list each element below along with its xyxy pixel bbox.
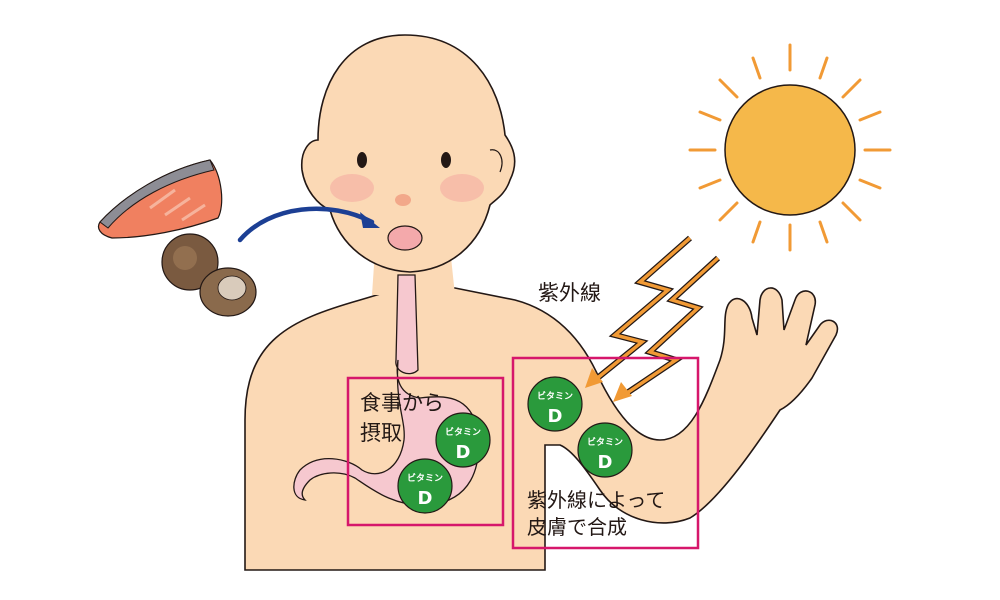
- right-cheek: [440, 174, 484, 202]
- vitamin-d-badge-stomach-lower: ビタミン D: [397, 458, 453, 514]
- uv-arrows: [585, 235, 721, 402]
- esophagus: [395, 274, 419, 375]
- food-intake-box: [346, 376, 505, 527]
- vitamin-badge-top-text: ビタミン: [445, 426, 481, 438]
- vitamin-badge-d-text: D: [548, 406, 563, 427]
- food-arrow-curve: [237, 206, 375, 243]
- salmon-skin: [99, 159, 215, 229]
- uv-arrow-1-fill: [593, 236, 692, 382]
- skin-synthesis-box: [511, 356, 700, 550]
- vitamin-d-badge-arm-upper: ビタミン D: [527, 376, 583, 432]
- food-arrow: [237, 206, 380, 243]
- uv-label: 紫外線: [538, 281, 601, 305]
- uv-arrow-2: [622, 255, 721, 398]
- skin-synthesis-label-line1: 紫外線によって: [527, 488, 665, 512]
- vitamin-badge-top-text: ビタミン: [537, 390, 573, 402]
- uv-arrow-2-head: [613, 382, 632, 402]
- vitamin-d-badge-arm-lower: ビタミン D: [577, 422, 633, 478]
- left-eye: [357, 152, 367, 168]
- skin-synthesis-label-line2: 皮膚で合成: [527, 515, 627, 539]
- mushroom-1-spots: [173, 246, 197, 270]
- vitamin-badge-d-text: D: [456, 442, 471, 463]
- mushroom-2-gills: [217, 275, 247, 301]
- mouth: [387, 225, 423, 251]
- vitamin-badge-d-text: D: [418, 488, 433, 509]
- sun-rays: [688, 43, 892, 252]
- salmon-lines: [149, 188, 206, 222]
- vitamin-badge-d-text: D: [598, 452, 613, 473]
- food-arrow-head: [360, 212, 380, 228]
- vitamin-d-badge-stomach-upper: ビタミン D: [435, 412, 491, 468]
- food-items: [97, 159, 257, 317]
- right-eye: [441, 152, 451, 168]
- sun-disc: [724, 84, 856, 216]
- food-intake-label-line2: 摂取: [360, 421, 402, 445]
- ear: [489, 149, 503, 173]
- sun-icon: [688, 43, 892, 252]
- vitamin-badge-top-text: ビタミン: [587, 436, 623, 448]
- nose: [395, 194, 411, 206]
- uv-arrow-2-fill: [623, 256, 720, 397]
- uv-arrow-1-head: [585, 368, 603, 388]
- left-cheek: [330, 174, 374, 202]
- food-intake-label-line1: 食事から: [360, 391, 444, 415]
- vitamin-badge-top-text: ビタミン: [407, 472, 443, 484]
